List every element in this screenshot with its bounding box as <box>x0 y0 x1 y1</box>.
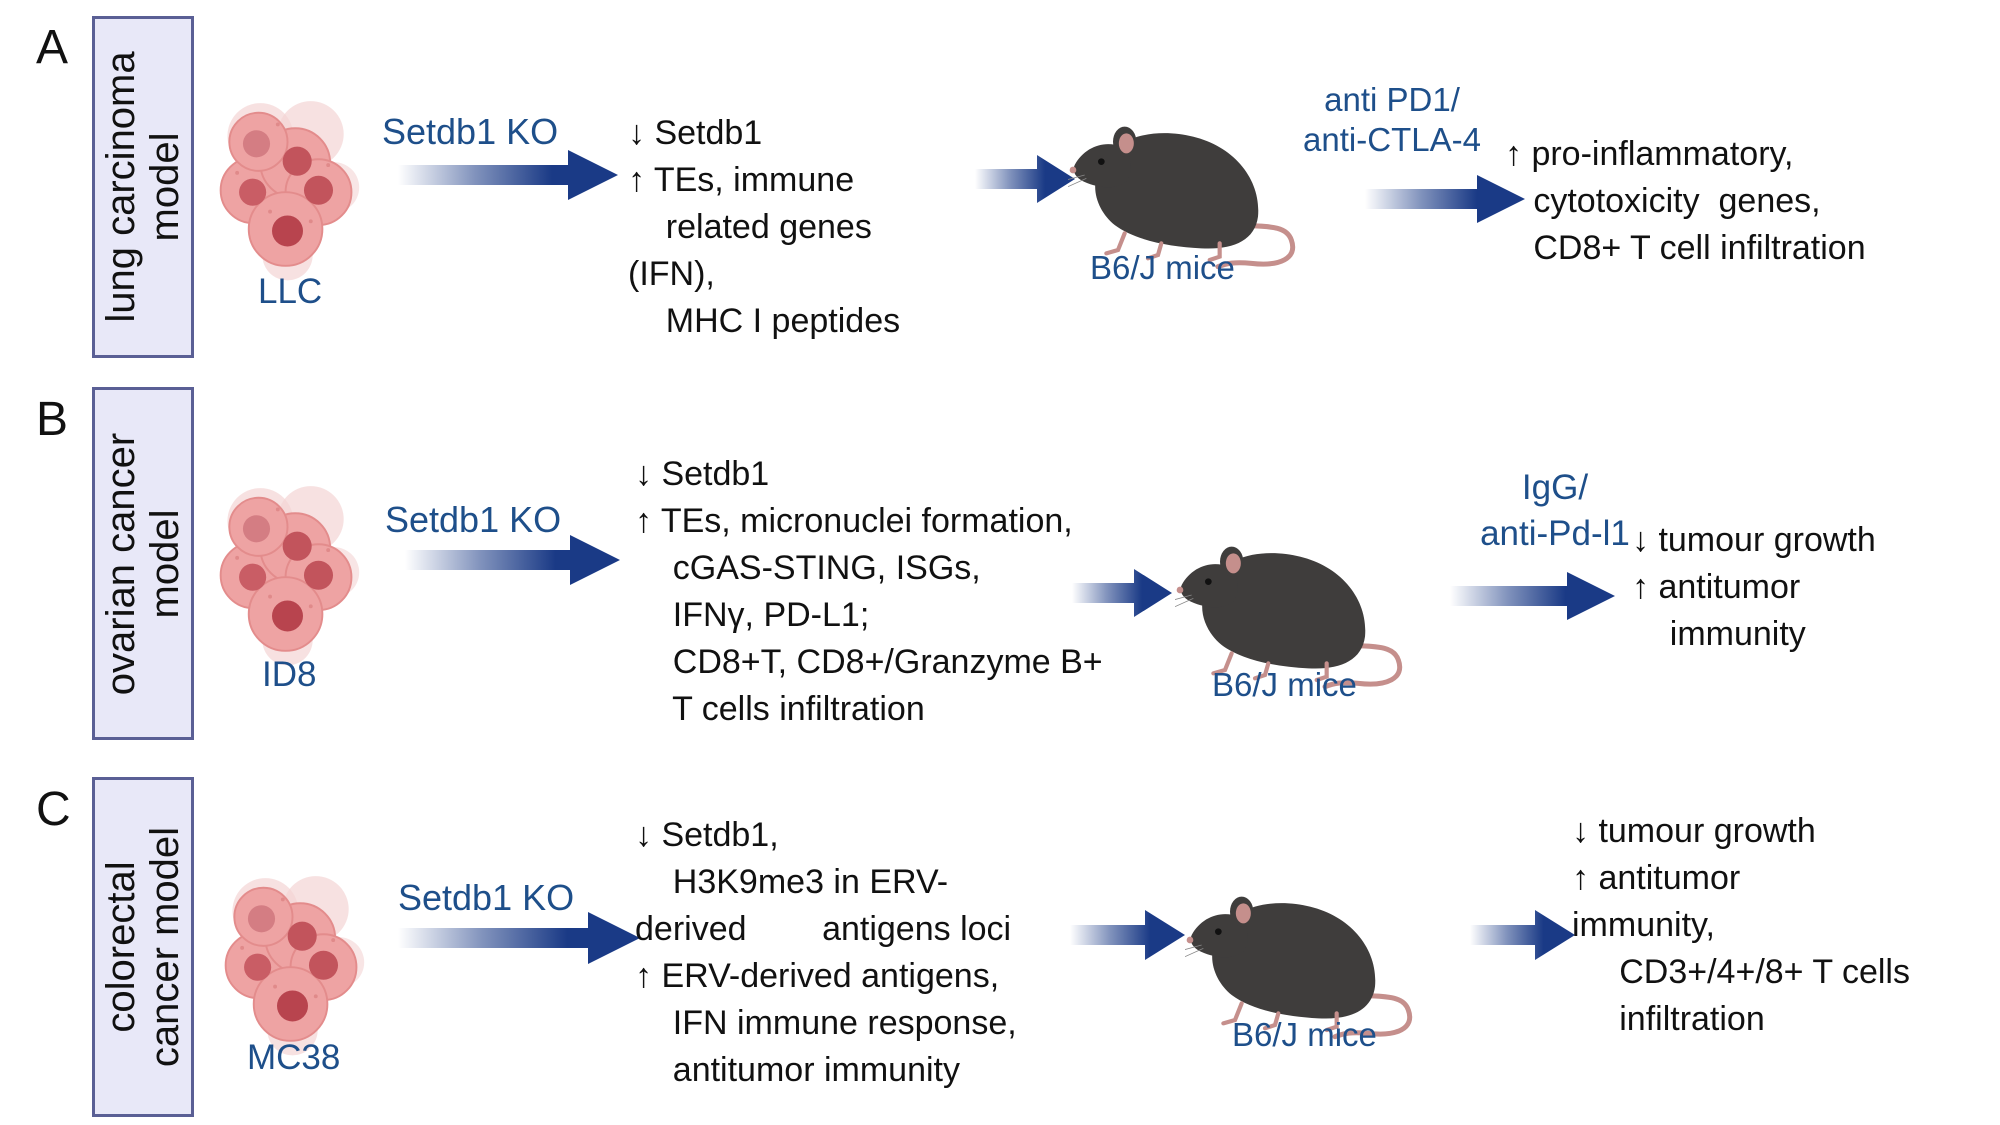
panel-letter: B <box>36 393 69 446</box>
treatment-label: Setdb1 KO <box>385 499 562 540</box>
therapy-label: IgG/ anti-Pd-l1 <box>1480 468 1630 553</box>
cell-line-label: ID8 <box>262 655 317 694</box>
panel-b: B ovarian cancer model ID8 Setdb1 KO ↓ S… <box>0 375 2000 760</box>
model-label-box: lung carcinoma model <box>92 16 194 358</box>
treatment-label: Setdb1 KO <box>382 111 559 152</box>
outcome-effects: ↑ pro-inflammatory, cytotoxicity genes, … <box>1505 135 1866 267</box>
right-arrow-icon <box>975 155 1075 203</box>
mice-label: B6/J mice <box>1212 666 1357 703</box>
cell-line-label: MC38 <box>247 1038 341 1077</box>
panel-letter: C <box>36 783 71 836</box>
right-arrow-icon <box>398 150 618 200</box>
cell-line-label: LLC <box>258 272 323 311</box>
model-label-box: colorectal cancer model <box>92 777 194 1117</box>
mice-label: B6/J mice <box>1232 1016 1377 1053</box>
cancer-cell-cluster-icon <box>210 75 365 290</box>
cancer-cell-cluster-icon <box>215 850 370 1065</box>
outcome-effects: ↓ tumour growth ↑ antitumor immunity <box>1632 521 1876 653</box>
outcome-effects: ↓ tumour growth ↑ antitumor immunity, CD… <box>1572 812 1910 1038</box>
panel-letter: A <box>36 21 69 74</box>
right-arrow-icon <box>405 535 620 585</box>
panel-c: C colorectal cancer model MC38 Setdb1 KO… <box>0 760 2000 1125</box>
right-arrow-icon <box>398 912 640 964</box>
cancer-cell-cluster-icon <box>210 460 365 675</box>
right-arrow-icon <box>1365 175 1525 223</box>
right-arrow-icon <box>1470 910 1575 960</box>
in-vitro-effects: ↓ Setdb1, H3K9me3 in ERV- derived antige… <box>635 816 1017 1089</box>
right-arrow-icon <box>1072 569 1172 617</box>
in-vitro-effects: ↓ Setdb1 ↑ TEs, immune related genes (IF… <box>628 114 901 340</box>
therapy-label: anti PD1/ anti-CTLA-4 <box>1303 81 1481 158</box>
model-label: ovarian cancer model <box>99 432 187 695</box>
mice-label: B6/J mice <box>1090 249 1235 286</box>
in-vitro-effects: ↓ Setdb1 ↑ TEs, micronuclei formation, c… <box>635 455 1103 728</box>
treatment-label: Setdb1 KO <box>398 877 575 918</box>
right-arrow-icon <box>1450 572 1615 620</box>
panel-a: A lung carcinoma model LLC Setdb1 KO ↓ S… <box>0 0 2000 375</box>
model-label: colorectal cancer model <box>99 826 187 1068</box>
model-label: lung carcinoma model <box>99 51 187 323</box>
model-label-box: ovarian cancer model <box>92 387 194 740</box>
right-arrow-icon <box>1070 910 1185 960</box>
